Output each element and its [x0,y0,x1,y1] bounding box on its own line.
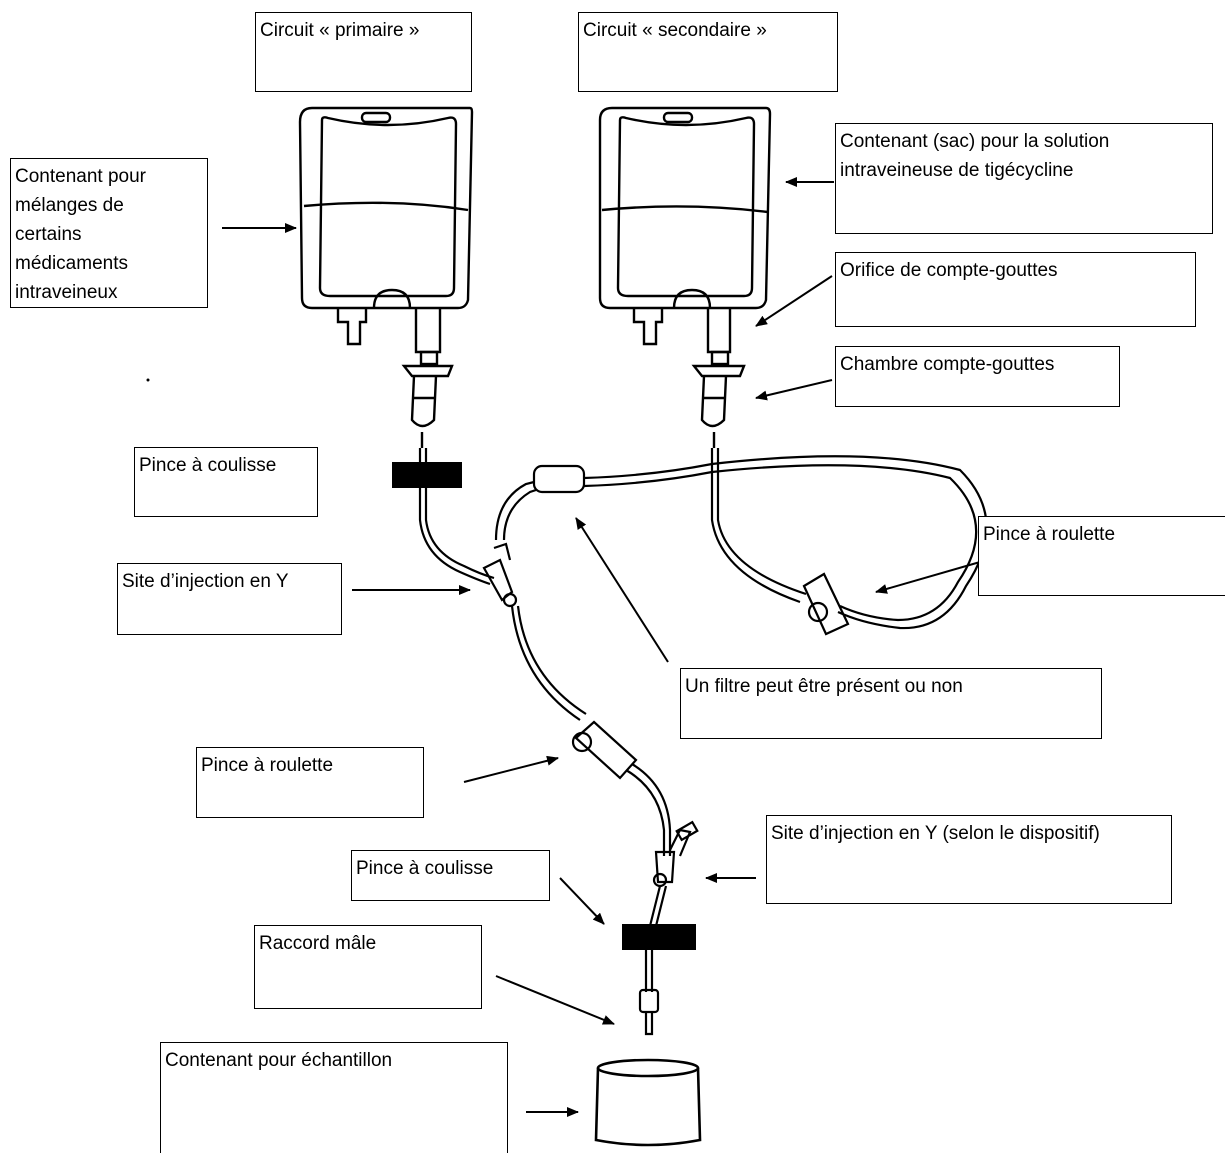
iv-tubing [418,448,988,1036]
label-roller-clamp-right: Pince à roulette [978,516,1225,596]
label-slide-clamp-top: Pince à coulisse [134,447,318,517]
pointer-arrows [222,177,981,1117]
slide-clamp-bottom [622,924,696,950]
label-container-admix: Contenant pour mélanges de certains médi… [10,158,208,308]
stray-dot [146,378,150,382]
arrow-drip-chamber [755,379,833,401]
label-secondary-circuit: Circuit « secondaire » [578,12,838,92]
arrow-slide-clamp-bottom [559,877,605,925]
label-drip-orifice: Orifice de compte-gouttes [835,252,1196,327]
label-container-tigecycline: Contenant (sac) pour la solution intrave… [835,123,1213,234]
label-filter-note: Un filtre peut être présent ou non [680,668,1102,739]
arrow-male-connector [495,975,615,1025]
label-drip-chamber: Chambre compte-gouttes [835,346,1120,407]
slide-clamp-top [392,462,462,488]
sample-container-drawing [594,1058,702,1147]
label-y-site-bottom: Site d’injection en Y (selon le disposit… [766,815,1172,904]
arrow-filter [575,517,669,663]
arrow-roller-right [875,561,981,594]
label-sample-container: Contenant pour échantillon [160,1042,508,1153]
label-roller-clamp-left: Pince à roulette [196,747,424,818]
label-slide-clamp-bottom: Pince à coulisse [351,850,550,901]
label-male-connector: Raccord mâle [254,925,482,1009]
secondary-iv-bag [598,106,772,448]
label-primary-circuit: Circuit « primaire » [255,12,472,92]
arrow-roller-left [463,755,559,783]
primary-iv-bag [298,106,474,448]
arrow-drip-orifice [755,275,833,327]
label-y-site-top: Site d’injection en Y [117,563,342,635]
